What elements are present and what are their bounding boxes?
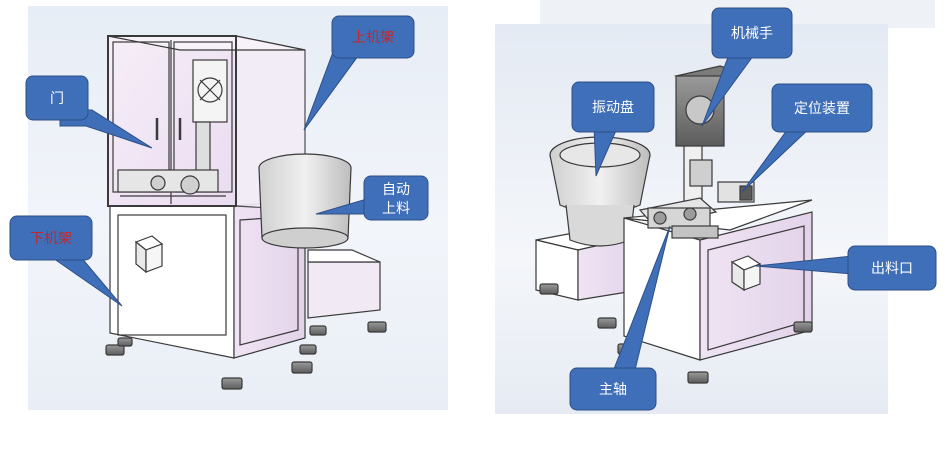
callout-door: 门 — [25, 75, 153, 149]
callout-outlet-label: 出料口 — [871, 261, 913, 277]
callout-main-shaft: 主轴 — [569, 225, 671, 411]
callout-robot-arm: 机械手 — [701, 7, 793, 127]
callout-vibration-bowl: 振动盘 — [571, 81, 655, 177]
callout-auto-feed: 自动 上料 — [315, 175, 429, 221]
callout-lower-frame-label: 下机架 — [30, 231, 72, 247]
callout-lower-frame: 下机架 — [9, 215, 123, 307]
callout-auto-feed-line2: 上料 — [382, 201, 410, 217]
left-machine-legs — [105, 321, 387, 390]
callout-positioning-device: 定位装置 — [741, 83, 873, 193]
callout-outlet: 出料口 — [755, 245, 937, 291]
callout-main-shaft-label: 主轴 — [599, 382, 627, 398]
right-machine — [535, 65, 813, 384]
robot-arm-assembly — [673, 65, 743, 217]
callout-auto-feed-line1: 自动 — [382, 182, 410, 198]
positioning-assembly — [717, 181, 755, 203]
callout-upper-frame-label: 上机架 — [352, 30, 394, 46]
callout-robot-arm-label: 机械手 — [731, 26, 773, 42]
callout-vibration-bowl-label: 振动盘 — [592, 99, 634, 116]
callout-door-label: 门 — [50, 91, 64, 107]
main-shaft-assembly — [638, 197, 719, 239]
left-machine — [105, 35, 387, 390]
callout-upper-frame: 上机架 — [303, 15, 415, 131]
left-feeder — [258, 153, 381, 319]
callout-positioning-device-label: 定位装置 — [794, 101, 850, 117]
upper-cabinet — [107, 35, 306, 211]
